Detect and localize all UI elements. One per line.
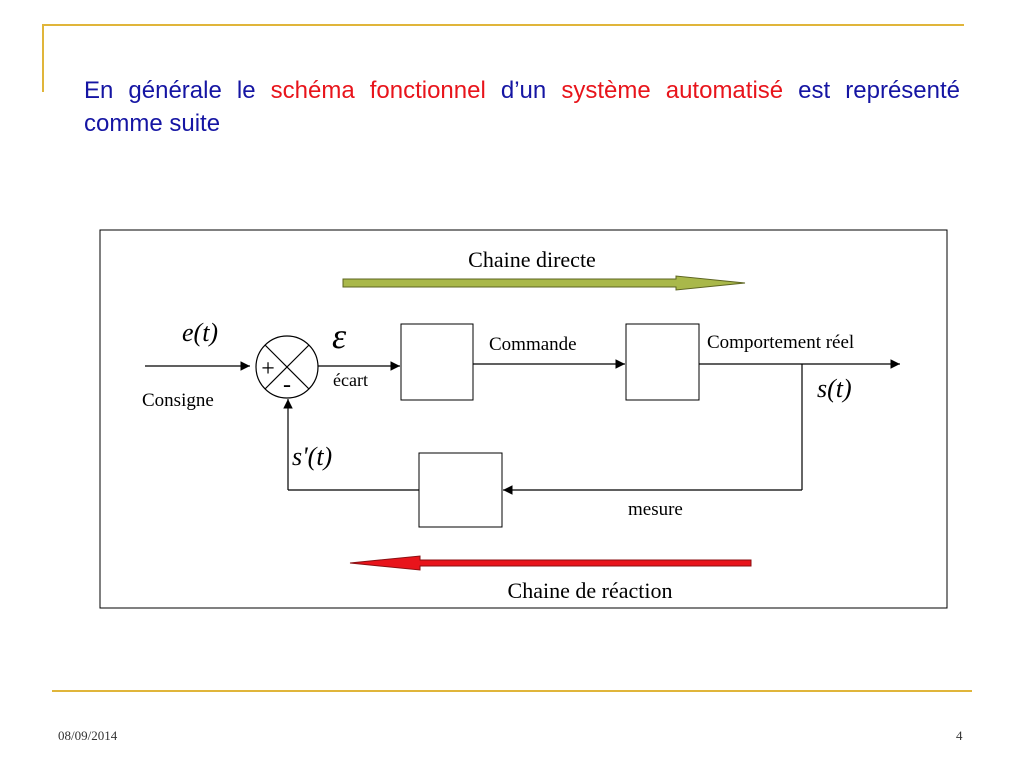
title-part-3: d’un bbox=[485, 77, 562, 104]
page-number: 4 bbox=[956, 728, 963, 743]
process-block bbox=[625, 323, 700, 401]
junction-cross-b bbox=[264, 344, 310, 390]
consigne-label: Consigne bbox=[142, 390, 214, 411]
slide-title: En générale le schéma fonctionnel d’un s… bbox=[84, 74, 960, 140]
title-part-1: En générale le bbox=[84, 77, 271, 104]
input-signal: e(t) bbox=[182, 318, 218, 347]
comportement-label: Comportement réel bbox=[707, 332, 854, 353]
epsilon-symbol: ε bbox=[332, 316, 347, 356]
chain-direct-arrow bbox=[342, 275, 746, 291]
title-part-4: système automatisé bbox=[561, 77, 784, 104]
diagram-frame bbox=[99, 229, 948, 609]
chain-reaction-arrow bbox=[349, 555, 752, 571]
left-rule bbox=[42, 24, 44, 92]
chain-reaction-label: Chaine de réaction bbox=[508, 578, 673, 603]
commande-label: Commande bbox=[489, 334, 577, 355]
footer-date: 08/09/2014 bbox=[58, 728, 118, 743]
ecart-label: écart bbox=[333, 370, 368, 390]
minus-sign: - bbox=[283, 372, 291, 398]
chain-direct-label: Chaine directe bbox=[468, 247, 596, 272]
output-signal: s(t) bbox=[817, 374, 852, 403]
feedback-signal: s'(t) bbox=[292, 442, 332, 471]
mesure-label: mesure bbox=[628, 499, 683, 520]
controller-block bbox=[400, 323, 474, 401]
sensor-block bbox=[418, 452, 503, 528]
title-part-2: schéma fonctionnel bbox=[270, 77, 486, 104]
title-part-5: est représenté comme suite bbox=[84, 77, 960, 137]
top-rule bbox=[42, 24, 964, 26]
plus-sign: + bbox=[261, 356, 275, 382]
bottom-rule bbox=[52, 690, 972, 692]
